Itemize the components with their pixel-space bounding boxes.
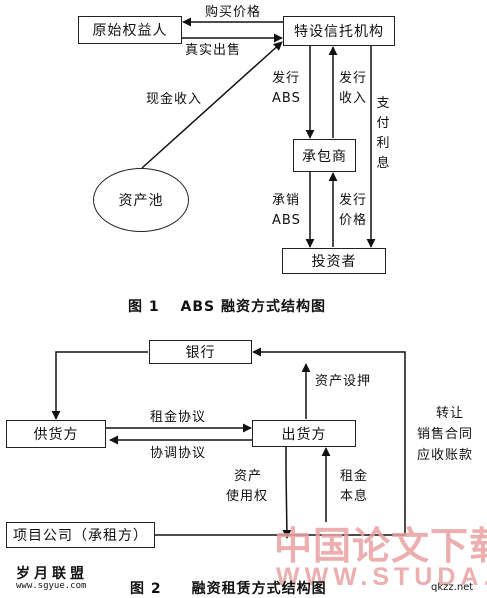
label-underwrite-abs-line1: 承销: [272, 193, 301, 208]
label-transfer-line3: 应收账款: [417, 448, 474, 463]
label-issue-income-line2: 收入: [339, 91, 368, 106]
label-use-right-line2: 使用权: [226, 489, 269, 504]
label-coordination-agreement: 协调协议: [150, 446, 207, 461]
label-asset-mortgage: 资产设押: [315, 374, 372, 389]
node-bank: 银行: [149, 340, 252, 364]
figure2-caption: 图 2 融资租赁方式结构图: [130, 581, 327, 597]
node-underwriter: 承包商: [293, 139, 356, 172]
label-cash-income: 现金收入: [146, 92, 203, 107]
label-transfer-line1: 转让: [436, 406, 465, 421]
label-underwrite-abs-line2: ABS: [272, 213, 301, 228]
arrow-use-right: [282, 446, 292, 539]
label-issue-abs-line2: ABS: [272, 91, 301, 106]
arrow-cash-income: [141, 41, 283, 169]
label-issue-income-line1: 发行: [339, 71, 368, 86]
label-purchase-price: 购买价格: [205, 5, 262, 20]
node-supplier: 供货方: [6, 420, 106, 448]
label-issue-price-line1: 发行: [339, 193, 368, 208]
label-issue-abs-line1: 发行: [272, 71, 301, 86]
arrow-transfer-receivables: [155, 347, 406, 536]
watermark-logo-url: WWW.STUDA.: [276, 563, 487, 591]
node-project-company: 项目公司（承租方）: [6, 522, 155, 548]
node-lessor: 出货方: [252, 420, 356, 447]
label-rent-interest-line1: 租金: [340, 469, 369, 484]
label-use-right-line1: 资产: [234, 469, 263, 484]
figure1-caption: 图 1 ABS 融资方式结构图: [128, 299, 326, 315]
watermark-site-name: 岁月联盟: [16, 566, 88, 582]
watermark-corner-url: qkzz.net: [431, 582, 474, 593]
watermark-logo-text: 中国论文下载: [274, 524, 487, 568]
label-transfer-line2: 销售合同: [417, 427, 474, 442]
arrow-bank-to-supplier: [51, 351, 148, 420]
label-rent-interest-line2: 本息: [340, 489, 369, 504]
node-investors: 投资者: [282, 248, 386, 274]
node-originator: 原始权益人: [78, 16, 182, 44]
label-issue-price-line2: 价格: [339, 213, 368, 228]
label-true-sale: 真实出售: [185, 43, 242, 58]
node-asset-pool: 资产池: [93, 168, 189, 232]
node-spv: 特设信托机构: [283, 16, 395, 46]
label-pay-interest: 支付利息: [376, 96, 390, 171]
watermark-site-url: www.sgyue.com: [16, 581, 87, 591]
label-lease-agreement: 租金协议: [150, 410, 207, 425]
